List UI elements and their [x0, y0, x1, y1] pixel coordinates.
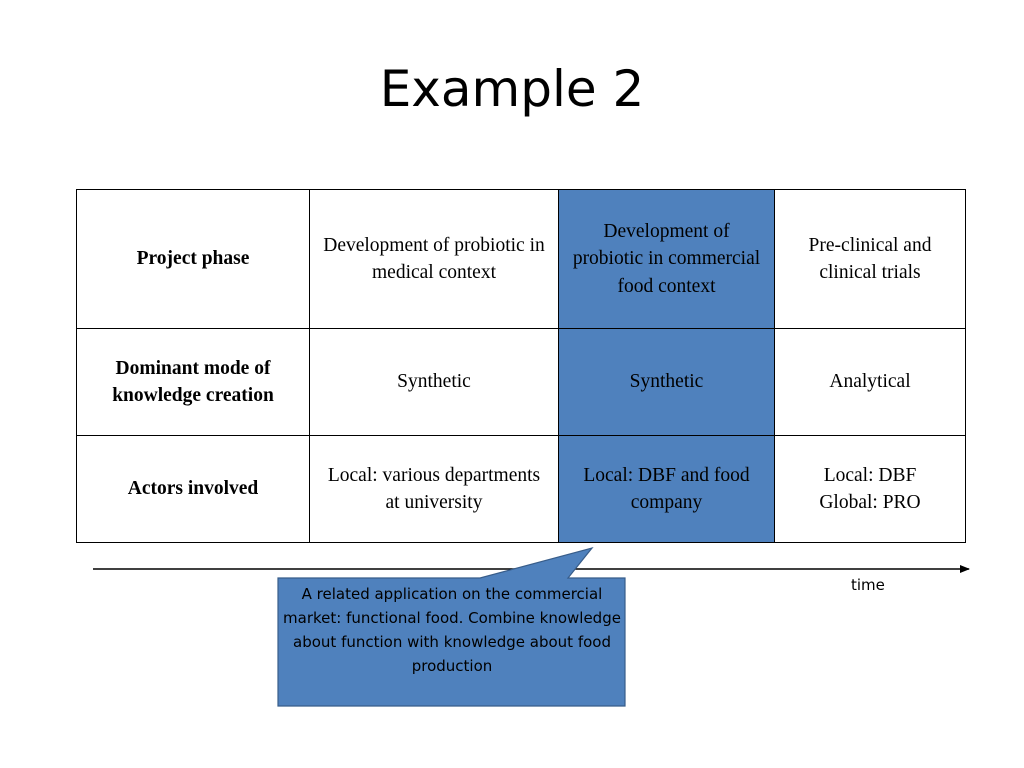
- table-row: Actors involved Local: various departmen…: [76, 435, 966, 543]
- table-cell: Local: various departments at university: [309, 435, 559, 543]
- callout-text: A related application on the commercial …: [283, 585, 621, 675]
- table-cell: Development of probiotic in medical cont…: [309, 189, 559, 329]
- row-header-project-phase: Project phase: [76, 189, 310, 329]
- row-header-knowledge-mode: Dominant mode of knowledge creation: [76, 328, 310, 436]
- table-cell: Analytical: [774, 328, 966, 436]
- slide-title: Example 2: [379, 60, 645, 118]
- project-phase-table: Project phase Development of probiotic i…: [76, 189, 966, 543]
- time-label: time: [851, 576, 885, 594]
- table-cell-highlighted: Development of probiotic in commercial f…: [558, 189, 775, 329]
- table-cell: Local: DBF Global: PRO: [774, 435, 966, 543]
- row-header-actors-involved: Actors involved: [76, 435, 310, 543]
- table-row: Project phase Development of probiotic i…: [76, 189, 966, 329]
- table-cell: Synthetic: [309, 328, 559, 436]
- table-cell-highlighted: Synthetic: [558, 328, 775, 436]
- table-cell-highlighted: Local: DBF and food company: [558, 435, 775, 543]
- table-cell: Pre-clinical and clinical trials: [774, 189, 966, 329]
- table-row: Dominant mode of knowledge creation Synt…: [76, 328, 966, 436]
